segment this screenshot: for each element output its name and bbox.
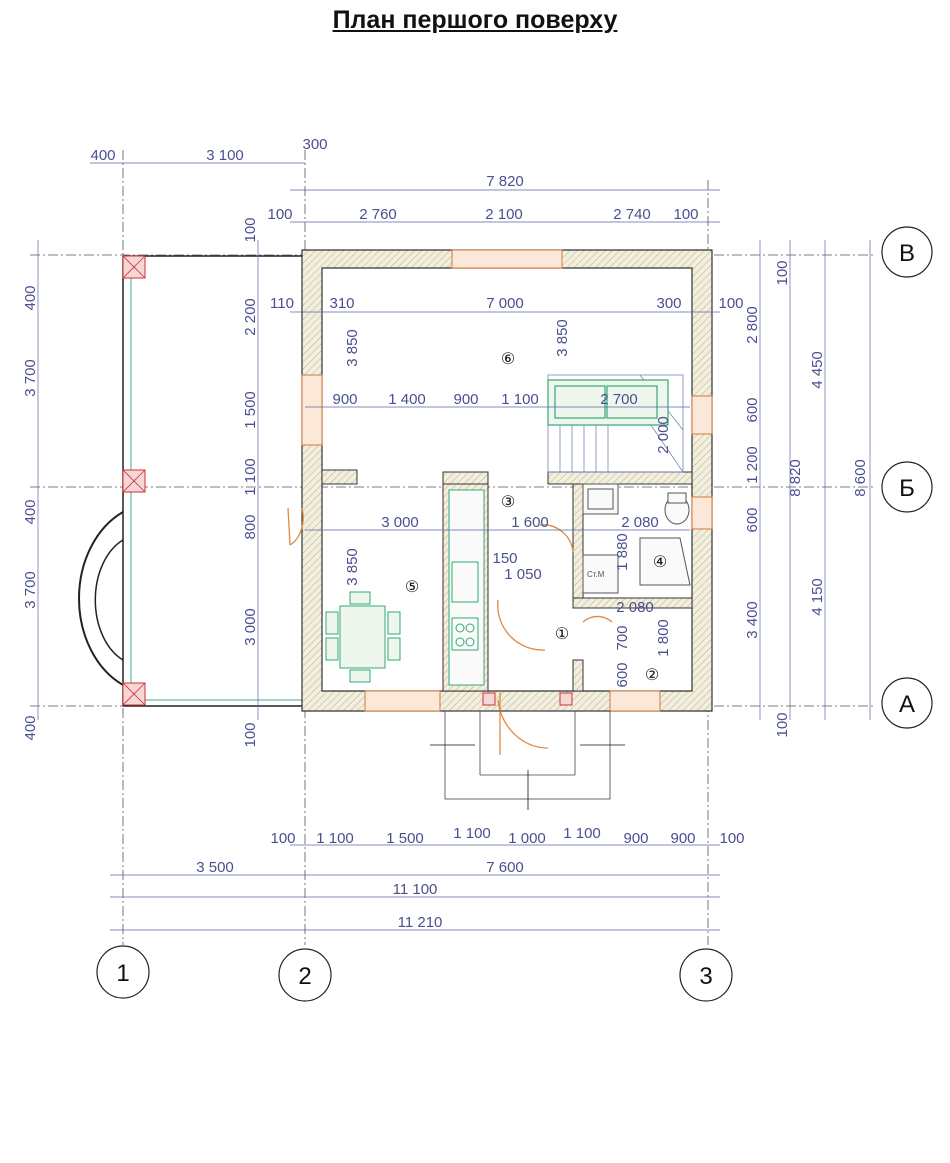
axis-label-a: А: [899, 691, 915, 718]
axis-label-v: В: [899, 240, 915, 267]
dim-inner-top-2: 7 000: [486, 295, 524, 312]
dim-bottom1-8: 100: [719, 830, 744, 847]
dim-left-outer-3: 3 700: [22, 571, 39, 609]
dim-right1-1: 600: [744, 397, 761, 422]
dim-inner-mid-0: 900: [332, 391, 357, 408]
dim-top3-1: 2 760: [359, 206, 397, 223]
dim-inner-v-5: 700: [614, 625, 631, 650]
dim-bottom3-0: 11 100: [393, 881, 438, 898]
kitchen-counter: [448, 489, 485, 686]
dim-inner-mid-3: 1 100: [501, 391, 539, 408]
axis-label-3: 3: [699, 963, 712, 990]
dim-inner-v-7: 600: [614, 662, 631, 687]
dim-left-outer-2: 400: [22, 499, 39, 524]
dim-top3-0: 100: [267, 206, 292, 223]
dim-inner-v-1: 3 850: [554, 319, 571, 357]
dim-bottom1-0: 100: [270, 830, 295, 847]
dimension-texts: 400 3 100 300 7 820 100 2 760 2 100 2 74…: [22, 136, 869, 931]
dimension-lines: [37, 162, 871, 931]
dim-bottom1-4: 1 000: [508, 830, 546, 847]
dim-right1-0: 2 800: [744, 306, 761, 344]
dim-inner-top-3: 300: [656, 295, 681, 312]
dim-left-inner-1: 2 200: [242, 298, 259, 336]
dim-left-inner-2: 1 500: [242, 391, 259, 429]
dim-inner-v-2: 2 000: [655, 416, 672, 454]
dim-right1-2: 1 200: [744, 446, 761, 484]
axis-markers: [96, 226, 933, 1002]
dim-left-inner-6: 100: [242, 722, 259, 747]
dim-right2-0: 100: [774, 260, 791, 285]
dim-inner-top-1: 310: [329, 295, 354, 312]
windows: [301, 249, 713, 712]
axis-label-b: Б: [899, 475, 915, 502]
dim-inner-h-1: 1 600: [511, 514, 549, 531]
dim-right3-0: 4 450: [809, 351, 826, 389]
dim-right5-0: 8 600: [852, 459, 869, 497]
plan-title: План першого поверху: [332, 6, 618, 34]
dim-right2-1: 100: [774, 712, 791, 737]
dim-inner-v-4: 1 880: [614, 533, 631, 571]
dim-bottom2-0: 3 500: [196, 859, 234, 876]
dining-table: [325, 591, 401, 683]
dim-bottom1-3: 1 100: [453, 825, 491, 842]
dim-top3-4: 100: [673, 206, 698, 223]
sofa: [547, 379, 669, 426]
porch-columns: [482, 692, 573, 706]
dim-bottom2-1: 7 600: [486, 859, 524, 876]
dim-top1-2: 300: [302, 136, 327, 153]
room-5-label: ⑤: [405, 579, 419, 596]
axis-label-1: 1: [116, 960, 129, 987]
dim-bottom1-1: 1 100: [316, 830, 354, 847]
dim-inner-mid-2: 900: [453, 391, 478, 408]
room-labels: ⑥ ③ ⑤ ① ④ ②: [405, 351, 667, 684]
room-6-label: ⑥: [501, 351, 515, 368]
dim-bottom4-0: 11 210: [398, 914, 443, 931]
dim-inner-h-2: 2 080: [621, 514, 659, 531]
dim-top3-2: 2 100: [485, 206, 523, 223]
dim-right3-1: 4 150: [809, 578, 826, 616]
dim-right4-0: 8 820: [787, 459, 804, 497]
dim-inner-mid-4: 2 700: [600, 391, 638, 408]
dim-inner-h-3: 150: [492, 550, 517, 567]
room-2-label: ②: [645, 667, 659, 684]
washer-label: Ст.М: [587, 570, 605, 579]
dim-top1-1: 3 100: [206, 147, 244, 164]
dim-inner-mid-1: 1 400: [388, 391, 426, 408]
dim-inner-v-3: 3 850: [344, 548, 361, 586]
dim-inner-top-4: 100: [718, 295, 743, 312]
dim-top2-0: 7 820: [486, 173, 524, 190]
dim-top1-0: 400: [90, 147, 115, 164]
entrance-porch: [430, 710, 625, 810]
house-walls: [301, 249, 713, 712]
dim-inner-h-5: 2 080: [616, 599, 654, 616]
dim-left-inner-0: 100: [242, 217, 259, 242]
dim-bottom1-5: 1 100: [563, 825, 601, 842]
dim-bottom1-7: 900: [670, 830, 695, 847]
dim-left-outer-0: 400: [22, 285, 39, 310]
dim-inner-v-6: 1 800: [655, 619, 672, 657]
dim-inner-h-0: 3 000: [381, 514, 419, 531]
dim-left-inner-3: 1 100: [242, 458, 259, 496]
dim-right1-4: 3 400: [744, 601, 761, 639]
dim-bottom1-2: 1 500: [386, 830, 424, 847]
room-4-label: ④: [653, 554, 667, 571]
dim-left-outer-4: 400: [22, 715, 39, 740]
dim-left-inner-5: 3 000: [242, 608, 259, 646]
axis-label-2: 2: [298, 963, 311, 990]
dim-inner-top-0: 110: [270, 295, 294, 312]
dim-top3-3: 2 740: [613, 206, 651, 223]
terrace: [78, 255, 305, 707]
dim-right1-3: 600: [744, 507, 761, 532]
bathroom-fixtures: [582, 483, 691, 594]
room-3-label: ③: [501, 494, 515, 511]
doors: [287, 507, 613, 755]
dim-left-outer-1: 3 700: [22, 359, 39, 397]
dim-left-inner-4: 800: [242, 514, 259, 539]
dim-bottom1-6: 900: [623, 830, 648, 847]
dim-inner-h-4: 1 050: [504, 566, 542, 583]
dim-inner-v-0: 3 850: [344, 329, 361, 367]
room-1-label: ①: [555, 626, 569, 643]
